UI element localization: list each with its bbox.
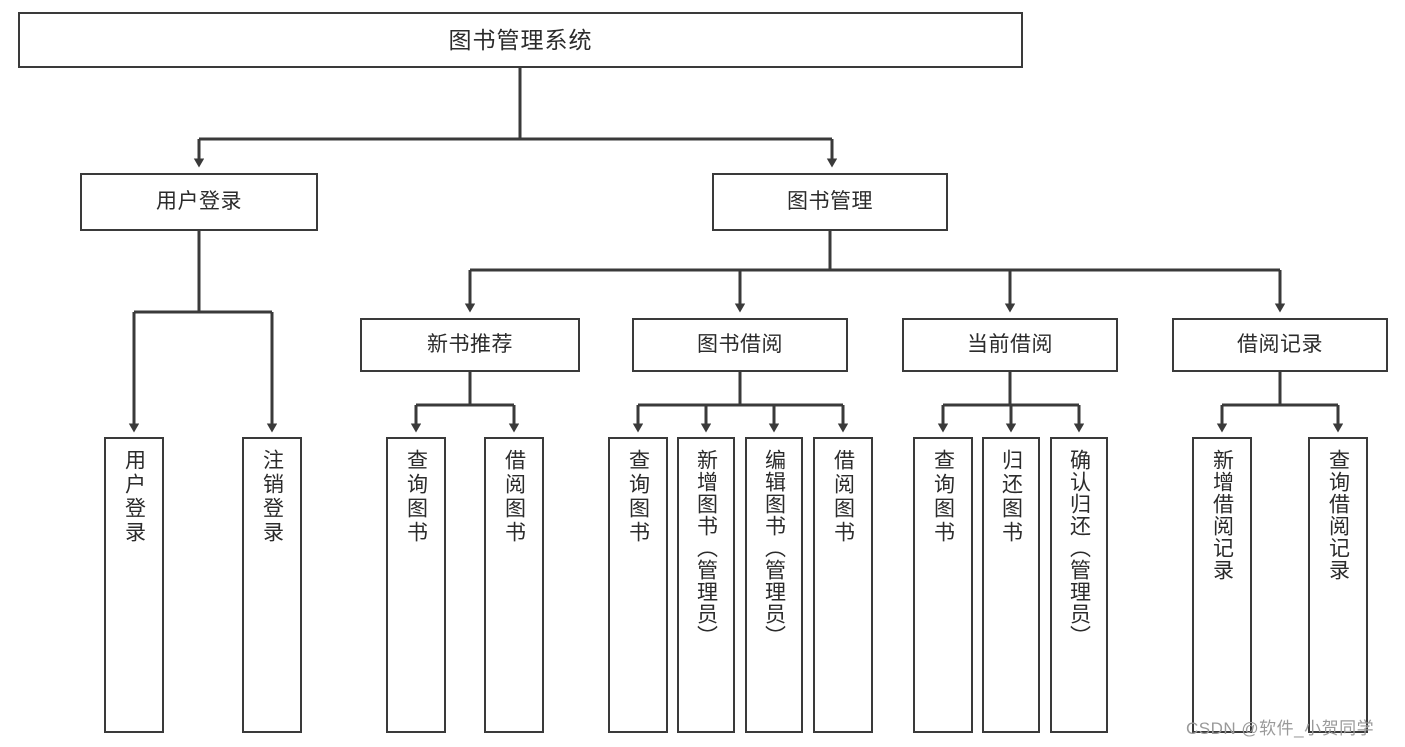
leaf-node[interactable]: 用户登录 [104,437,164,733]
leaf-node-label: 借阅图书 [502,449,526,545]
node-borrow-records[interactable]: 借阅记录 [1172,318,1388,372]
leaf-node[interactable]: 注销登录 [242,437,302,733]
leaf-node-label: 新增图书（管理员） [694,449,718,647]
node-book-borrow[interactable]: 图书借阅 [632,318,848,372]
leaf-node-label: 查询借阅记录 [1326,449,1350,581]
leaf-node-label: 新增借阅记录 [1210,449,1234,581]
node-root-system[interactable]: 图书管理系统 [18,12,1023,68]
node-book-management-label: 图书管理 [787,189,873,213]
node-borrow-records-label: 借阅记录 [1237,332,1323,356]
leaf-node[interactable]: 确认归还（管理员） [1050,437,1108,733]
node-new-book-recommend[interactable]: 新书推荐 [360,318,580,372]
leaf-node[interactable]: 新增借阅记录 [1192,437,1252,733]
node-user-login[interactable]: 用户登录 [80,173,318,231]
leaf-node[interactable]: 归还图书 [982,437,1040,733]
node-new-book-recommend-label: 新书推荐 [427,332,513,356]
leaf-node[interactable]: 借阅图书 [484,437,544,733]
leaf-node[interactable]: 查询图书 [386,437,446,733]
leaf-node[interactable]: 查询借阅记录 [1308,437,1368,733]
leaf-node-label: 用户登录 [122,449,146,545]
node-root-label: 图书管理系统 [448,26,593,53]
csdn-watermark: CSDN @软件_小贺同学 [1186,719,1375,738]
leaf-node-label: 归还图书 [999,449,1023,545]
leaf-node[interactable]: 编辑图书（管理员） [745,437,803,733]
leaf-node-label: 编辑图书（管理员） [762,449,786,647]
node-current-borrow-label: 当前借阅 [967,332,1053,356]
leaf-node-label: 查询图书 [626,449,650,545]
leaf-node-label: 借阅图书 [831,449,855,545]
leaf-node[interactable]: 新增图书（管理员） [677,437,735,733]
leaf-node[interactable]: 借阅图书 [813,437,873,733]
leaf-node-label: 注销登录 [260,449,284,545]
leaf-node-label: 查询图书 [404,449,428,545]
leaf-node[interactable]: 查询图书 [913,437,973,733]
node-user-login-label: 用户登录 [156,189,242,213]
leaf-node-label: 查询图书 [931,449,955,545]
node-book-borrow-label: 图书借阅 [697,332,783,356]
node-current-borrow[interactable]: 当前借阅 [902,318,1118,372]
node-book-management[interactable]: 图书管理 [712,173,948,231]
leaf-node-label: 确认归还（管理员） [1067,449,1091,647]
leaf-node[interactable]: 查询图书 [608,437,668,733]
